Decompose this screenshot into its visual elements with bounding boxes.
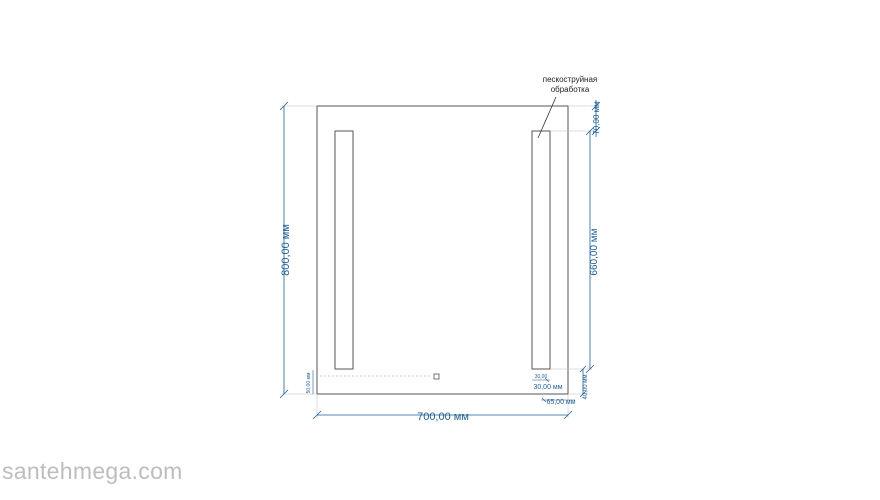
height-total-label: 800,00 мм <box>280 224 292 276</box>
annotation-line-1: пескоструйная <box>543 75 598 84</box>
strip-length-dimension-line <box>585 126 595 374</box>
strip-width-small-label: 30,00 <box>535 374 548 380</box>
strip-width-label: 30,00 мм <box>533 384 562 391</box>
annotation-leader <box>537 96 557 139</box>
strip-length-label: 660,00 мм <box>589 228 600 275</box>
site-watermark: santehmega.com <box>2 458 183 484</box>
strip-side-offset-label: 65,00 мм <box>546 399 575 406</box>
left-light-strip <box>334 130 354 370</box>
touch-switch <box>433 373 440 380</box>
extension-lines <box>281 105 600 418</box>
top-offset-dimension-line <box>591 100 601 137</box>
width-total-label: 700,00 мм <box>417 411 469 423</box>
height-dimension-line <box>279 101 289 399</box>
strip-width-dimension-line <box>532 377 550 383</box>
right-light-strip <box>531 130 551 370</box>
annotation-line-2: обработка <box>551 85 590 94</box>
bottom-offset-label: 40,00 мм <box>583 375 589 400</box>
bottom-offset-dimension-line <box>579 365 587 398</box>
mirror-outline <box>316 105 569 395</box>
width-dimension-line <box>312 410 573 420</box>
strip-side-offset-dimension-line <box>541 397 575 403</box>
left-small-label: 50,00 мм <box>306 372 312 393</box>
top-offset-label: 70,00 мм <box>592 101 601 134</box>
